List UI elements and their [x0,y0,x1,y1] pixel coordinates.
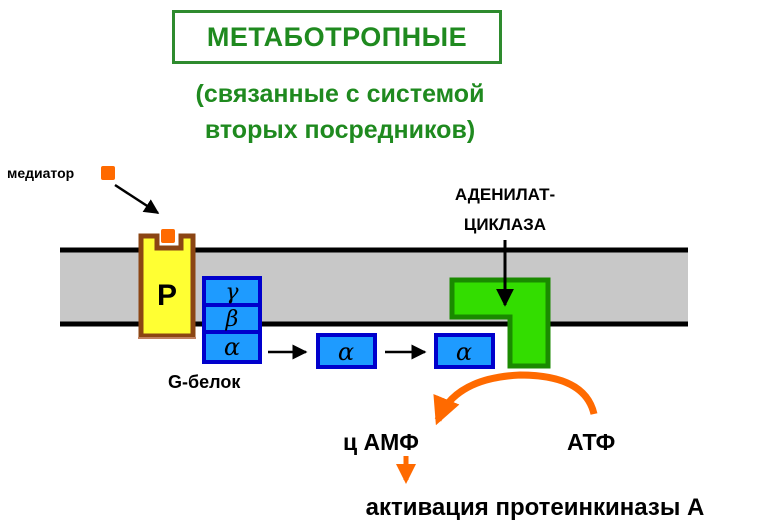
subtitle-line-2: вторых посредников) [204,116,476,144]
g-protein-label: G-белок [168,372,241,392]
subtitle-line-1: (связанные с системой [195,80,485,108]
gamma-symbol: γ [225,280,239,305]
alpha-symbol: α [224,333,240,361]
atp-label: АТФ [567,429,615,455]
beta-subunit [202,303,262,334]
activation-label: активация протеинкиназы А [366,494,705,521]
mediator-label: медиатор [7,165,74,181]
mediator-molecule-free [101,166,115,180]
receptor-label: Р [157,279,177,312]
alpha-subunit-bound [434,333,495,369]
adenylate-cyclase-label-2: ЦИКЛАЗА [464,215,546,234]
alpha-free-symbol: α [338,338,354,366]
adenylate-cyclase-label-1: АДЕНИЛАТ- [455,185,555,204]
mediator-arrow [114,183,160,215]
adenylate-cyclase [449,277,551,369]
title-box: МЕТАБОТРОПНЫЕ [172,10,502,64]
subtitle: (связанные с системой вторых посредников… [130,76,550,148]
alpha-subunit [202,330,262,364]
receptor [138,233,196,339]
alpha-subunit-free [316,333,377,369]
camp-label: ц АМФ [343,429,419,455]
alpha-bound-symbol: α [456,338,472,366]
g-protein: γ β α [202,276,262,364]
diagram-title: МЕТАБОТРОПНЫЕ [206,21,468,52]
mediator-molecule-bound [161,229,175,243]
beta-symbol: β [225,307,239,332]
atp-to-camp-arrow [433,371,598,426]
